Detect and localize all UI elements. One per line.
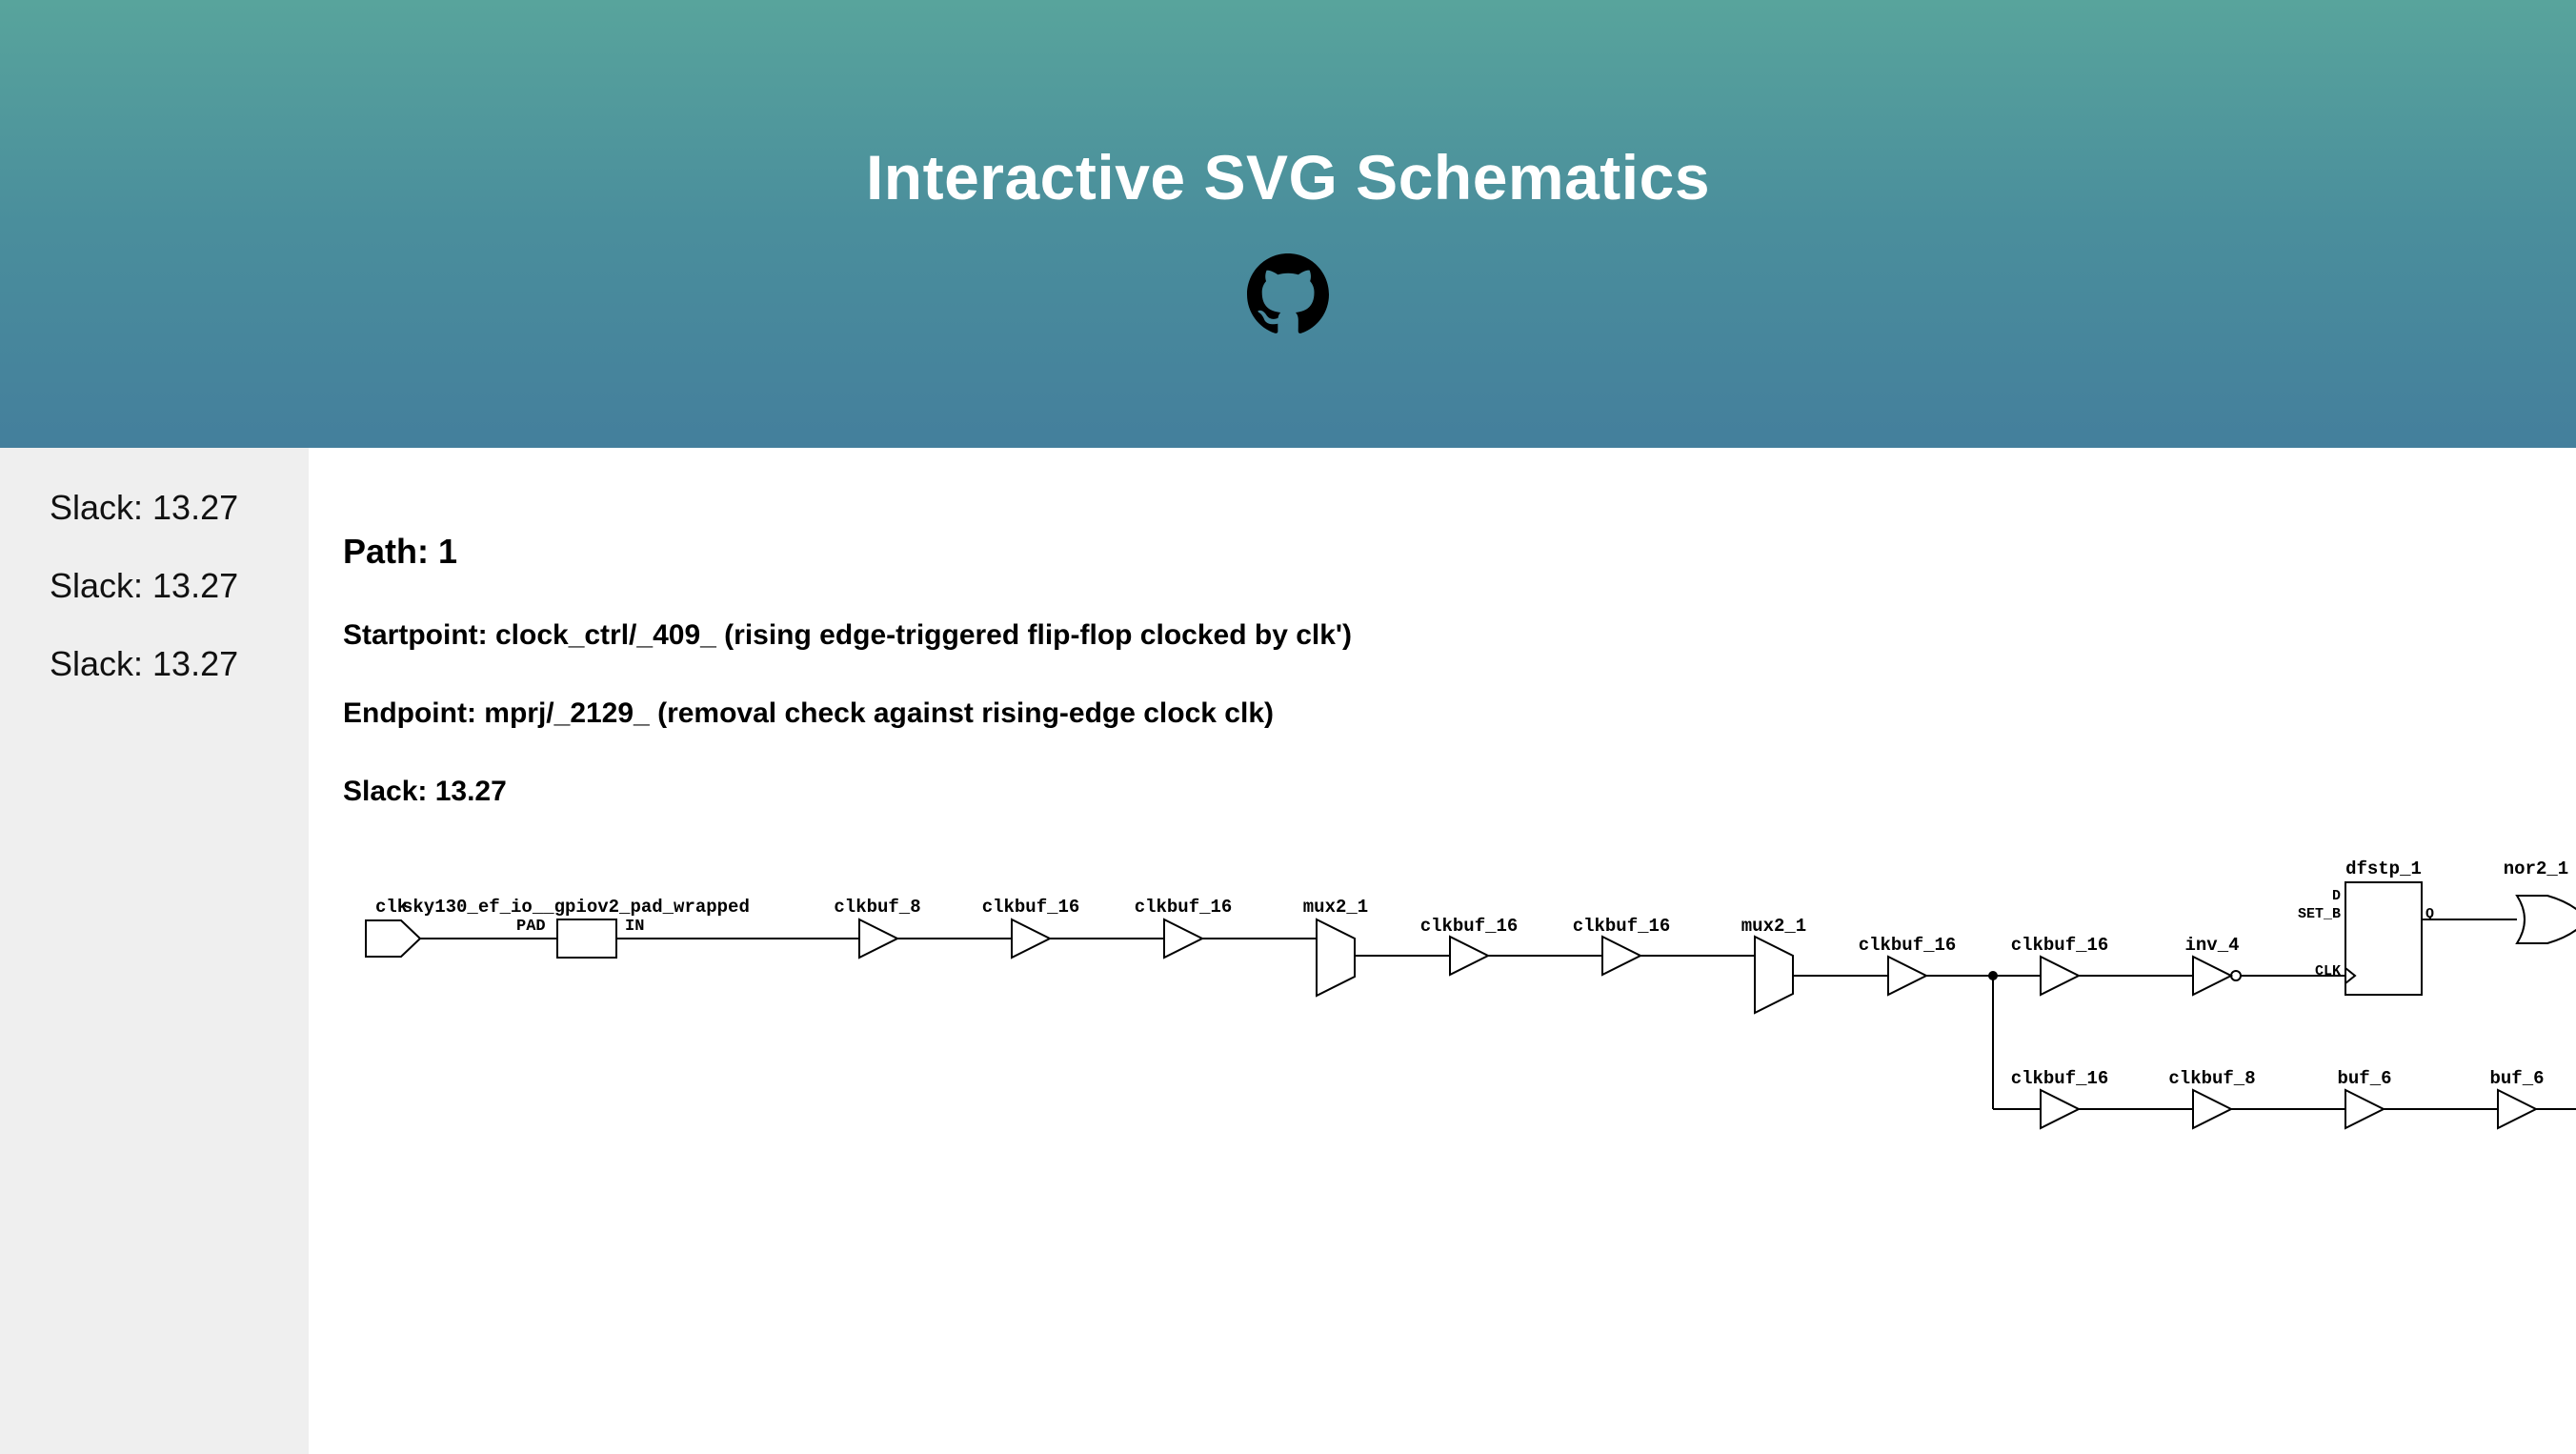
input-port bbox=[365, 919, 422, 958]
mux-symbol bbox=[1754, 935, 1794, 1015]
cell-label: clkbuf_8 bbox=[2168, 1068, 2255, 1089]
slack-text: Slack: 13.27 bbox=[343, 776, 507, 807]
cell-label: clkbuf_16 bbox=[982, 897, 1080, 918]
sidebar-item-path-1[interactable]: Slack: 13.27 bbox=[50, 488, 239, 527]
page-title: Interactive SVG Schematics bbox=[865, 142, 1711, 212]
cell-label: dfstp_1 bbox=[2345, 858, 2422, 879]
pin-label: SET_B bbox=[2298, 906, 2341, 922]
port-label: clk bbox=[375, 897, 408, 918]
junction-dot bbox=[1988, 971, 1998, 980]
buffer-symbol bbox=[2192, 1088, 2234, 1130]
pin-label: Q bbox=[2425, 906, 2434, 922]
cell-label: clkbuf_16 bbox=[1573, 916, 1671, 937]
sidebar: Slack: 13.27 Slack: 13.27 Slack: 13.27 bbox=[0, 448, 309, 1454]
github-link[interactable] bbox=[1247, 253, 1329, 335]
cell-label: buf_6 bbox=[2337, 1068, 2391, 1089]
buffer-symbol bbox=[2497, 1088, 2539, 1130]
sidebar-item-path-3[interactable]: Slack: 13.27 bbox=[50, 644, 239, 683]
startpoint-text: Startpoint: clock_ctrl/_409_ (rising edg… bbox=[343, 619, 1353, 651]
cell-label: clkbuf_8 bbox=[834, 897, 920, 918]
buffer-symbol bbox=[1601, 935, 1643, 977]
flop-symbol bbox=[2345, 881, 2423, 996]
mux-symbol bbox=[1316, 918, 1356, 998]
cell-label: clkbuf_16 bbox=[1420, 916, 1519, 937]
pin-label: IN bbox=[625, 918, 644, 936]
cell-label: clkbuf_16 bbox=[1135, 897, 1233, 918]
path-title: Path: 1 bbox=[343, 532, 458, 571]
schematic[interactable]: clk sky130_ef_io__gpiov2_pad_wrapped PAD… bbox=[309, 448, 2576, 1454]
inverter-bubble bbox=[2230, 970, 2242, 981]
pin-label: D bbox=[2332, 888, 2341, 904]
github-icon bbox=[1247, 253, 1329, 333]
buffer-symbol bbox=[1887, 955, 1929, 997]
inverter-symbol bbox=[2192, 955, 2234, 997]
cell-label: mux2_1 bbox=[1303, 897, 1368, 918]
buffer-symbol bbox=[2040, 955, 2082, 997]
buffer-symbol bbox=[1449, 935, 1491, 977]
cell-label: inv_4 bbox=[2184, 935, 2239, 956]
main-panel: Path: 1 Startpoint: clock_ctrl/_409_ (ri… bbox=[309, 448, 2576, 1454]
buffer-symbol bbox=[2040, 1088, 2082, 1130]
cell-label: mux2_1 bbox=[1741, 916, 1806, 937]
endpoint-text: Endpoint: mprj/_2129_ (removal check aga… bbox=[343, 697, 1274, 729]
sidebar-item-path-2[interactable]: Slack: 13.27 bbox=[50, 566, 239, 605]
pin-label: CLK bbox=[2315, 963, 2341, 979]
nor-gate-symbol bbox=[2515, 895, 2576, 944]
buffer-symbol bbox=[858, 918, 900, 959]
header-banner: Interactive SVG Schematics bbox=[0, 0, 2576, 448]
pad-cell bbox=[556, 919, 617, 959]
cell-label: clkbuf_16 bbox=[2011, 935, 2109, 956]
cell-label: clkbuf_16 bbox=[1859, 935, 1957, 956]
buffer-symbol bbox=[1163, 918, 1205, 959]
buffer-symbol bbox=[2345, 1088, 2386, 1130]
pin-label: PAD bbox=[516, 918, 546, 936]
buffer-symbol bbox=[1011, 918, 1053, 959]
cell-label: clkbuf_16 bbox=[2011, 1068, 2109, 1089]
cell-label: nor2_1 bbox=[2504, 858, 2568, 879]
clock-marker bbox=[2345, 967, 2357, 984]
cell-label: sky130_ef_io__gpiov2_pad_wrapped bbox=[402, 897, 750, 918]
cell-label: buf_6 bbox=[2489, 1068, 2544, 1089]
